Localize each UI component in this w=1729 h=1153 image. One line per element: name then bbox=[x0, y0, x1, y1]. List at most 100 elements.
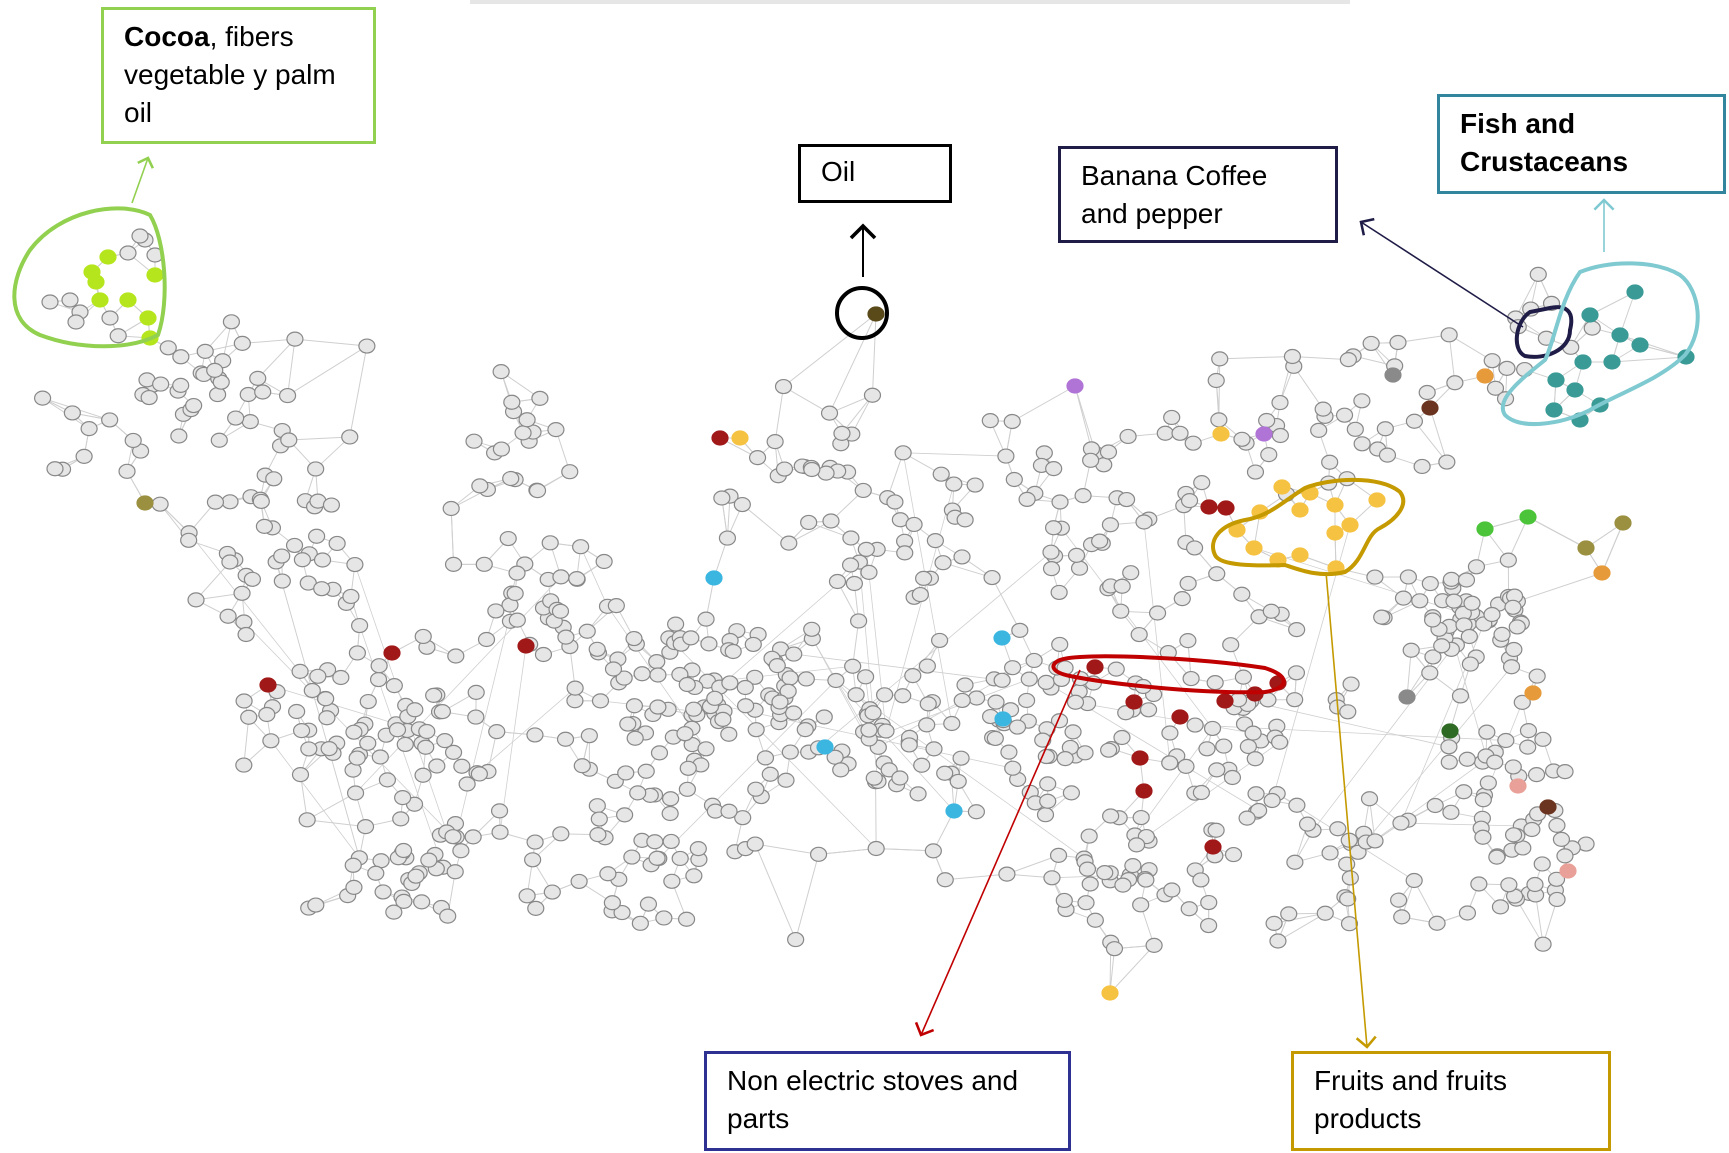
network-node bbox=[1392, 815, 1410, 831]
network-node bbox=[348, 750, 366, 766]
network-node bbox=[1004, 760, 1022, 776]
network-edge bbox=[294, 338, 367, 347]
network-node bbox=[568, 571, 586, 587]
network-node bbox=[1611, 327, 1629, 343]
network-edge bbox=[1011, 385, 1076, 422]
network-node bbox=[1177, 758, 1195, 774]
network-node bbox=[815, 709, 833, 725]
network-node bbox=[87, 274, 105, 290]
network-node bbox=[1056, 751, 1074, 767]
network-node bbox=[413, 894, 431, 910]
network-node bbox=[317, 691, 335, 707]
network-node bbox=[724, 643, 742, 660]
network-node bbox=[1130, 626, 1148, 643]
network-edge bbox=[306, 792, 356, 821]
network-node bbox=[524, 852, 542, 868]
network-node bbox=[1171, 425, 1189, 441]
network-node bbox=[736, 679, 754, 696]
network-node bbox=[734, 810, 752, 826]
network-node bbox=[557, 629, 575, 645]
network-node bbox=[993, 630, 1011, 646]
network-node bbox=[625, 698, 644, 714]
network-node bbox=[526, 834, 544, 850]
network-node bbox=[633, 666, 651, 682]
network-node bbox=[904, 668, 922, 684]
network-node bbox=[626, 730, 644, 746]
network-node bbox=[1513, 694, 1531, 711]
fish-label: Fish and Crustaceans bbox=[1460, 108, 1629, 177]
network-node bbox=[240, 709, 258, 725]
network-node bbox=[1288, 622, 1306, 638]
network-node bbox=[1211, 351, 1229, 367]
network-node bbox=[1559, 863, 1577, 879]
network-node bbox=[1524, 685, 1542, 701]
network-node bbox=[1269, 933, 1287, 949]
network-edge bbox=[1516, 898, 1544, 945]
network-node bbox=[570, 873, 588, 890]
network-node bbox=[1051, 494, 1069, 510]
network-node bbox=[447, 648, 465, 664]
network-edge bbox=[1429, 407, 1448, 463]
network-node bbox=[446, 864, 464, 880]
network-node bbox=[746, 836, 764, 852]
network-node bbox=[797, 671, 815, 687]
network-node bbox=[677, 911, 696, 927]
network-node bbox=[1442, 571, 1461, 587]
network-node bbox=[1545, 402, 1563, 418]
network-node bbox=[994, 711, 1012, 727]
network-node bbox=[99, 249, 117, 265]
network-node bbox=[924, 843, 942, 859]
network-edge bbox=[668, 637, 877, 849]
network-node bbox=[1474, 792, 1492, 808]
network-node bbox=[1163, 409, 1181, 426]
network-node bbox=[1438, 454, 1456, 470]
network-node bbox=[936, 765, 954, 781]
network-node bbox=[527, 900, 545, 916]
network-node bbox=[308, 528, 326, 544]
network-node bbox=[625, 630, 643, 647]
network-node bbox=[1212, 426, 1230, 442]
network-node bbox=[1101, 517, 1120, 533]
network-node bbox=[1200, 894, 1218, 911]
network-edge bbox=[1006, 854, 1059, 875]
network-node bbox=[623, 849, 641, 865]
network-node bbox=[663, 873, 681, 889]
network-node bbox=[1593, 565, 1611, 581]
network-node bbox=[286, 331, 304, 347]
network-node bbox=[417, 739, 435, 755]
network-node bbox=[436, 733, 454, 749]
network-node bbox=[313, 581, 331, 597]
network-node bbox=[1067, 547, 1086, 564]
network-node bbox=[639, 896, 658, 912]
network-node bbox=[1186, 717, 1204, 733]
network-edge bbox=[1527, 516, 1587, 549]
network-node bbox=[1008, 719, 1027, 735]
fish-label-box: Fish and Crustaceans bbox=[1437, 94, 1726, 194]
network-node bbox=[1039, 793, 1057, 809]
network-node bbox=[945, 476, 963, 492]
network-node bbox=[956, 512, 974, 528]
network-node bbox=[1493, 626, 1511, 642]
network-node bbox=[747, 781, 765, 797]
network-node bbox=[1244, 725, 1262, 741]
network-node bbox=[844, 658, 862, 674]
network-node bbox=[1003, 413, 1021, 430]
network-edge bbox=[1109, 945, 1155, 994]
network-node bbox=[615, 670, 633, 686]
network-node bbox=[1478, 724, 1496, 740]
network-node bbox=[1614, 515, 1632, 531]
network-node bbox=[428, 758, 446, 774]
network-node bbox=[318, 710, 336, 726]
network-node bbox=[1298, 816, 1317, 832]
network-node bbox=[1086, 912, 1104, 928]
network-node bbox=[109, 328, 127, 344]
network-node bbox=[1182, 670, 1200, 687]
banana-cluster-outline bbox=[1514, 305, 1574, 359]
stoves-label-box: Non electric stoves and parts bbox=[704, 1051, 1071, 1151]
network-node bbox=[407, 868, 425, 884]
network-node bbox=[1366, 569, 1384, 585]
network-node bbox=[385, 904, 403, 920]
fruits-arrow bbox=[1325, 571, 1377, 1049]
network-node bbox=[678, 676, 696, 693]
network-node bbox=[648, 654, 666, 670]
